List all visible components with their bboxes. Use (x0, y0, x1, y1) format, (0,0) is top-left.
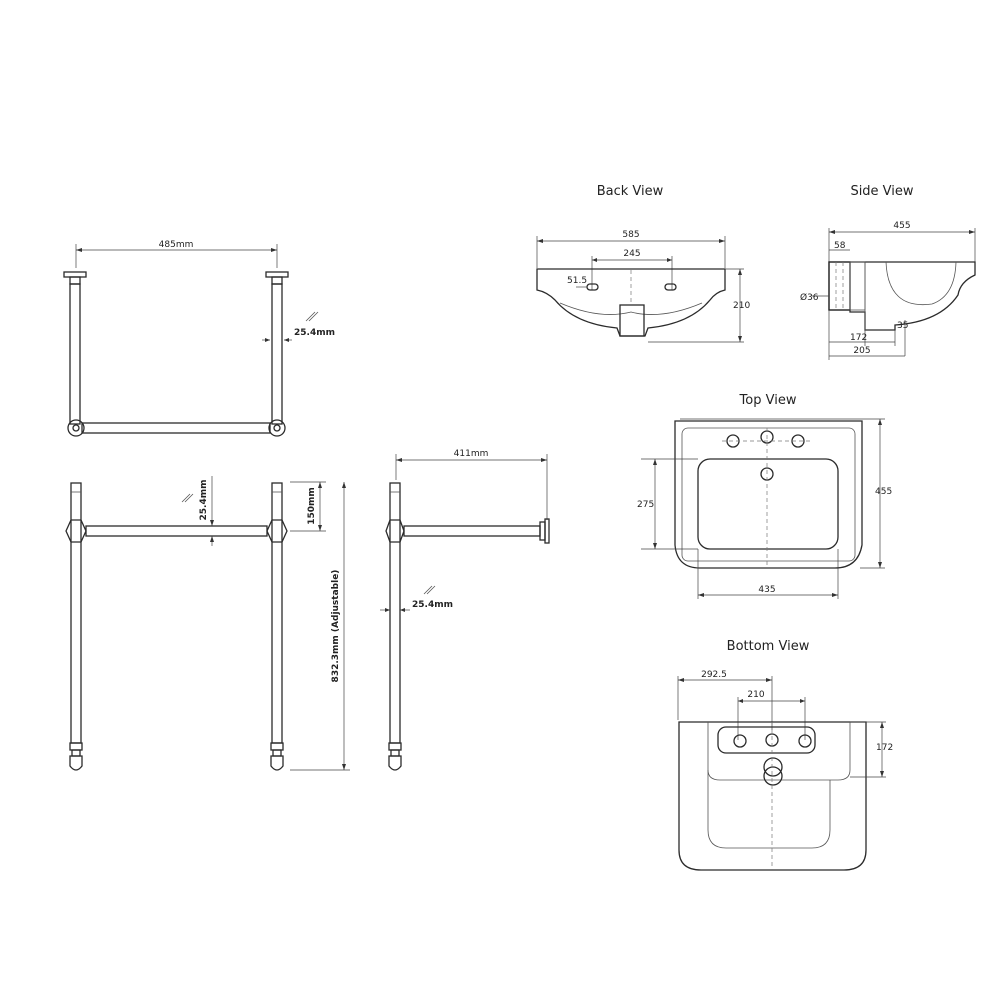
frame-side-view: 411mm 25.4mm (380, 449, 550, 771)
side-tube-label: 25.4mm (412, 600, 453, 610)
frame-height-label: 832.3mm (Adjustable) (331, 570, 341, 683)
frame-front-view: 25.4mm 150mm 832.3mm (Adjustable) (65, 476, 350, 771)
basin-bottom-view: Bottom View 292.5 210 172 (677, 639, 893, 871)
side-c-label: 205 (853, 346, 870, 356)
side-a-label: 172 (850, 333, 867, 343)
diameter-icon (305, 311, 319, 322)
top-offset-label: 58 (834, 241, 846, 251)
diameter-icon (423, 585, 436, 595)
basin-side-view: Side View 455 58 Ø36 172 35 205 (800, 184, 976, 360)
frame-tube-label: 25.4mm (294, 328, 335, 338)
top-view-title: Top View (739, 393, 797, 408)
diameter-label: Ø36 (800, 292, 819, 303)
basin-top-view: Top View 455 275 435 (637, 393, 892, 599)
back-height-label: 210 (733, 301, 750, 311)
rail-height-label: 150mm (307, 487, 317, 525)
bottom-spacing-label: 210 (747, 690, 764, 700)
basin-back-view: Back View 585 245 51.5 210 (536, 184, 750, 343)
bowl-width-label: 435 (758, 585, 775, 595)
half-width-label: 292.5 (701, 670, 727, 680)
bottom-depth-label: 172 (876, 743, 893, 753)
side-view-title: Side View (850, 184, 913, 199)
side-depth-label: 411mm (454, 449, 489, 459)
frame-top-view: 485mm 25.4mm (63, 240, 335, 437)
top-depth-label: 455 (875, 487, 892, 497)
diameter-icon (181, 493, 194, 503)
front-tube-label: 25.4mm (199, 480, 209, 521)
side-b-label: 35 (897, 321, 908, 331)
bowl-depth-label: 275 (637, 500, 654, 510)
back-width-label: 585 (622, 230, 639, 240)
side-basin-depth-label: 455 (893, 221, 910, 231)
offset-label: 51.5 (567, 276, 587, 286)
bottom-view-title: Bottom View (727, 639, 810, 654)
back-view-title: Back View (597, 184, 664, 199)
hole-spacing-label: 245 (623, 249, 640, 259)
frame-width-label: 485mm (159, 240, 194, 250)
